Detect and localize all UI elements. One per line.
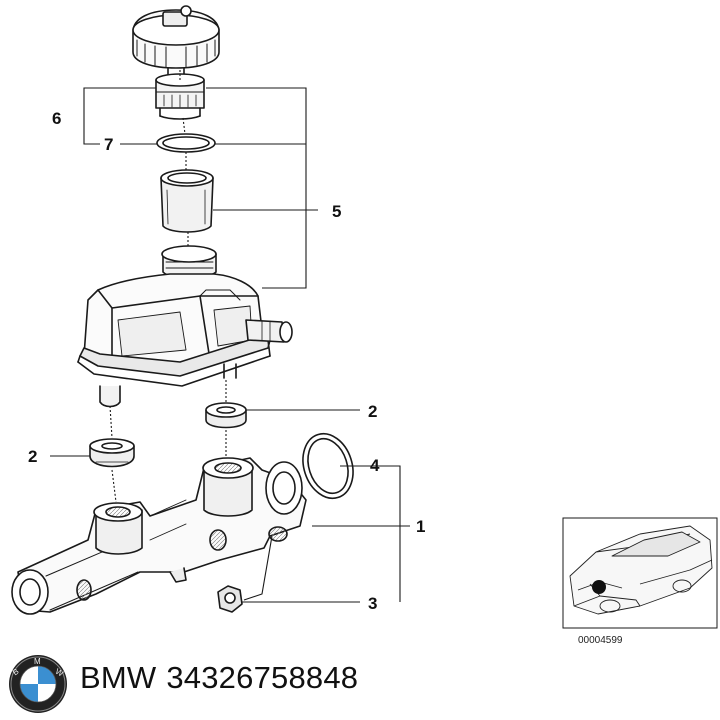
seal-ring	[156, 133, 216, 153]
location-marker-icon	[592, 580, 606, 594]
car-icon	[569, 525, 713, 615]
grommet-lower	[89, 438, 135, 468]
part-number-label: BMW 34326758848	[80, 660, 368, 696]
grommet-upper	[205, 402, 247, 429]
reservoir-cap	[132, 5, 220, 79]
leader-lines	[50, 70, 410, 603]
filler-neck-insert	[155, 73, 205, 120]
brake-fluid-reservoir	[77, 245, 293, 408]
brake-master-cylinder	[11, 457, 307, 615]
callout-4: 4	[370, 456, 380, 475]
callout-7: 7	[104, 135, 113, 154]
svg-text:B: B	[11, 667, 21, 677]
o-ring	[302, 432, 354, 500]
inset-ref-number: 00004599	[578, 635, 623, 646]
callout-2-upper: 2	[368, 402, 377, 421]
callout-5: 5	[332, 202, 341, 221]
callout-1: 1	[416, 517, 425, 536]
vehicle-location-inset: 00004599	[562, 517, 718, 646]
callout-3: 3	[368, 594, 377, 613]
callout-2-lower: 2	[28, 447, 37, 466]
brand-name: BMW	[80, 660, 157, 695]
svg-text:M: M	[34, 657, 41, 666]
part-number: 34326758848	[166, 660, 359, 695]
callout-6: 6	[52, 109, 61, 128]
filter-strainer	[160, 169, 214, 233]
bmw-roundel-logo: B M W	[9, 655, 67, 713]
hex-nut	[217, 585, 243, 613]
svg-text:W: W	[54, 667, 65, 679]
